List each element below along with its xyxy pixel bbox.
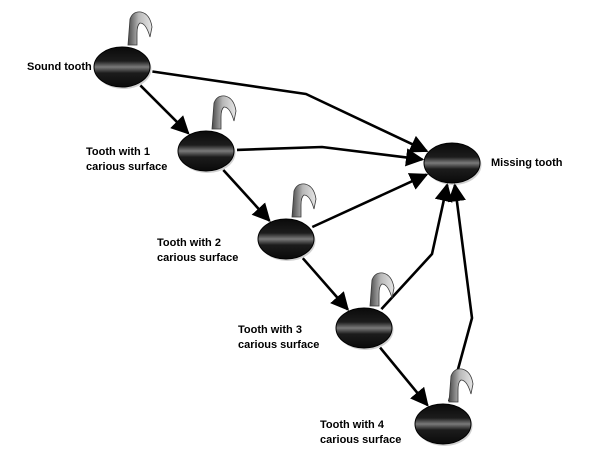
node-label-sound: Sound tooth [27, 60, 92, 75]
node-label-line: Tooth with 3 [238, 324, 302, 336]
tooth-node-icon-c4 [414, 403, 472, 445]
arrow-c2-to-c3 [301, 257, 350, 311]
arrow-sound-to-c1 [139, 84, 190, 135]
node-label-line: Tooth with 4 [320, 419, 384, 431]
arrow-c3-to-missing [380, 182, 453, 310]
tooth-node-icon-c2 [257, 218, 315, 260]
tooth-tab-icon [211, 95, 237, 130]
tooth-tab-icon [448, 368, 474, 403]
node-label-line: carious surface [86, 161, 168, 173]
tooth-node-icon-c1 [177, 130, 235, 172]
node-label-line: carious surface [157, 252, 239, 264]
node-label-c1: Tooth with 1 carious surface [86, 145, 167, 175]
node-label-line: Missing tooth [491, 157, 563, 169]
node-label-line: carious surface [320, 434, 402, 446]
tooth-tab-icon [369, 272, 395, 307]
tooth-tab-icon [291, 183, 317, 218]
tooth-node-icon-sound [93, 46, 151, 88]
node-label-c2: Tooth with 2 carious surface [157, 236, 238, 266]
node-label-line: carious surface [238, 339, 320, 351]
tooth-tab-icon [127, 11, 153, 46]
node-label-line: Sound tooth [27, 61, 92, 73]
node-label-missing: Missing tooth [491, 156, 563, 171]
node-label-line: Tooth with 1 [86, 146, 150, 158]
tooth-node-icon-missing [423, 142, 481, 184]
arrow-c1-to-missing [236, 145, 425, 167]
arrow-c3-to-c4 [379, 346, 429, 407]
node-label-c3: Tooth with 3 carious surface [238, 323, 319, 353]
arrow-c1-to-c2 [222, 169, 271, 223]
arrow-sound-to-missing [152, 70, 429, 153]
arrow-c2-to-missing [311, 173, 429, 229]
node-label-c4: Tooth with 4 carious surface [320, 418, 401, 448]
node-label-line: Tooth with 2 [157, 237, 221, 249]
tooth-node-icon-c3 [335, 307, 393, 349]
